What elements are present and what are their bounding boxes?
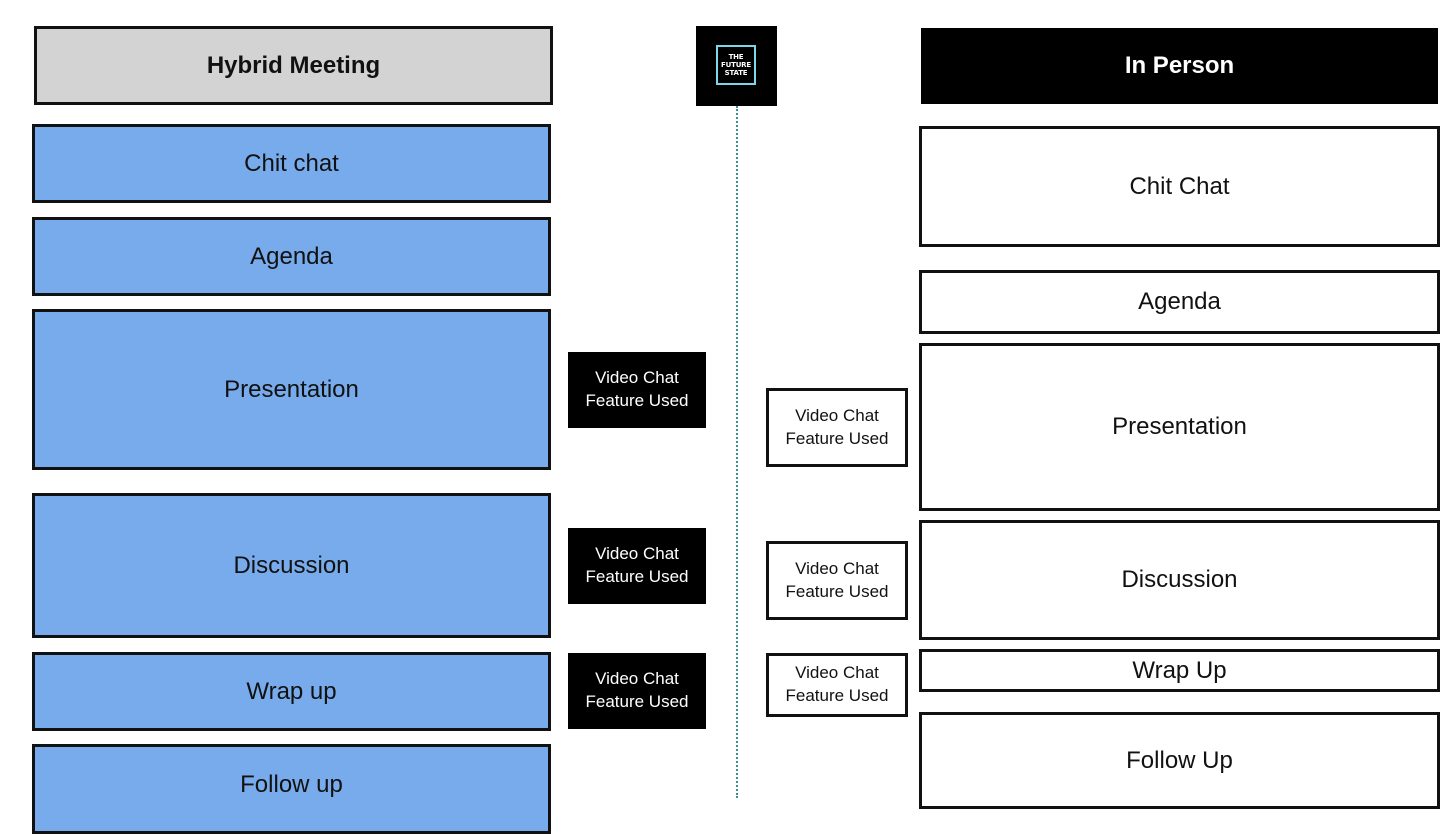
hybrid-segment-chit-chat: Chit chat bbox=[32, 124, 551, 203]
in-person-segment-chit-chat: Chit Chat bbox=[919, 126, 1440, 247]
segment-label: Discussion bbox=[1121, 566, 1238, 593]
segment-label: Agenda bbox=[1138, 288, 1221, 315]
hybrid-video-chat-tag: Video Chat Feature Used bbox=[568, 653, 706, 729]
in-person-video-chat-tag: Video Chat Feature Used bbox=[766, 653, 908, 717]
in-person-segment-agenda: Agenda bbox=[919, 270, 1440, 334]
in-person-video-chat-tag: Video Chat Feature Used bbox=[766, 541, 908, 620]
segment-label: Presentation bbox=[1112, 413, 1247, 440]
hybrid-meeting-header: Hybrid Meeting bbox=[34, 26, 553, 105]
logo-text-line: FUTURE bbox=[721, 61, 751, 69]
center-divider bbox=[736, 106, 738, 798]
logo-text-line: THE bbox=[728, 53, 744, 61]
segment-label: Wrap Up bbox=[1132, 656, 1227, 684]
hybrid-segment-wrap-up: Wrap up bbox=[32, 652, 551, 731]
in-person-header: In Person bbox=[921, 28, 1438, 104]
segment-label: Follow up bbox=[240, 771, 343, 798]
hybrid-segment-agenda: Agenda bbox=[32, 217, 551, 296]
segment-label: Agenda bbox=[250, 242, 333, 270]
in-person-segment-wrap-up: Wrap Up bbox=[919, 649, 1440, 692]
segment-label: Presentation bbox=[224, 375, 359, 403]
hybrid-segment-discussion: Discussion bbox=[32, 493, 551, 638]
in-person-video-chat-tag: Video Chat Feature Used bbox=[766, 388, 908, 467]
logo-mark: THE FUTURE STATE bbox=[716, 45, 756, 85]
hybrid-video-chat-tag: Video Chat Feature Used bbox=[568, 528, 706, 604]
segment-label: Chit chat bbox=[244, 149, 339, 177]
hybrid-segment-follow-up: Follow up bbox=[32, 744, 551, 834]
hybrid-video-chat-tag: Video Chat Feature Used bbox=[568, 352, 706, 428]
segment-label: Discussion bbox=[233, 551, 350, 579]
logo-text-line: STATE bbox=[724, 69, 748, 77]
hybrid-segment-presentation: Presentation bbox=[32, 309, 551, 470]
in-person-segment-presentation: Presentation bbox=[919, 343, 1440, 511]
hybrid-meeting-title: Hybrid Meeting bbox=[206, 51, 381, 79]
in-person-segment-follow-up: Follow Up bbox=[919, 712, 1440, 809]
segment-label: Follow Up bbox=[1126, 746, 1233, 774]
segment-label: Wrap up bbox=[246, 677, 337, 705]
future-state-logo: THE FUTURE STATE bbox=[696, 26, 777, 106]
in-person-title: In Person bbox=[1124, 52, 1235, 79]
in-person-segment-discussion: Discussion bbox=[919, 520, 1440, 640]
segment-label: Chit Chat bbox=[1129, 172, 1230, 200]
